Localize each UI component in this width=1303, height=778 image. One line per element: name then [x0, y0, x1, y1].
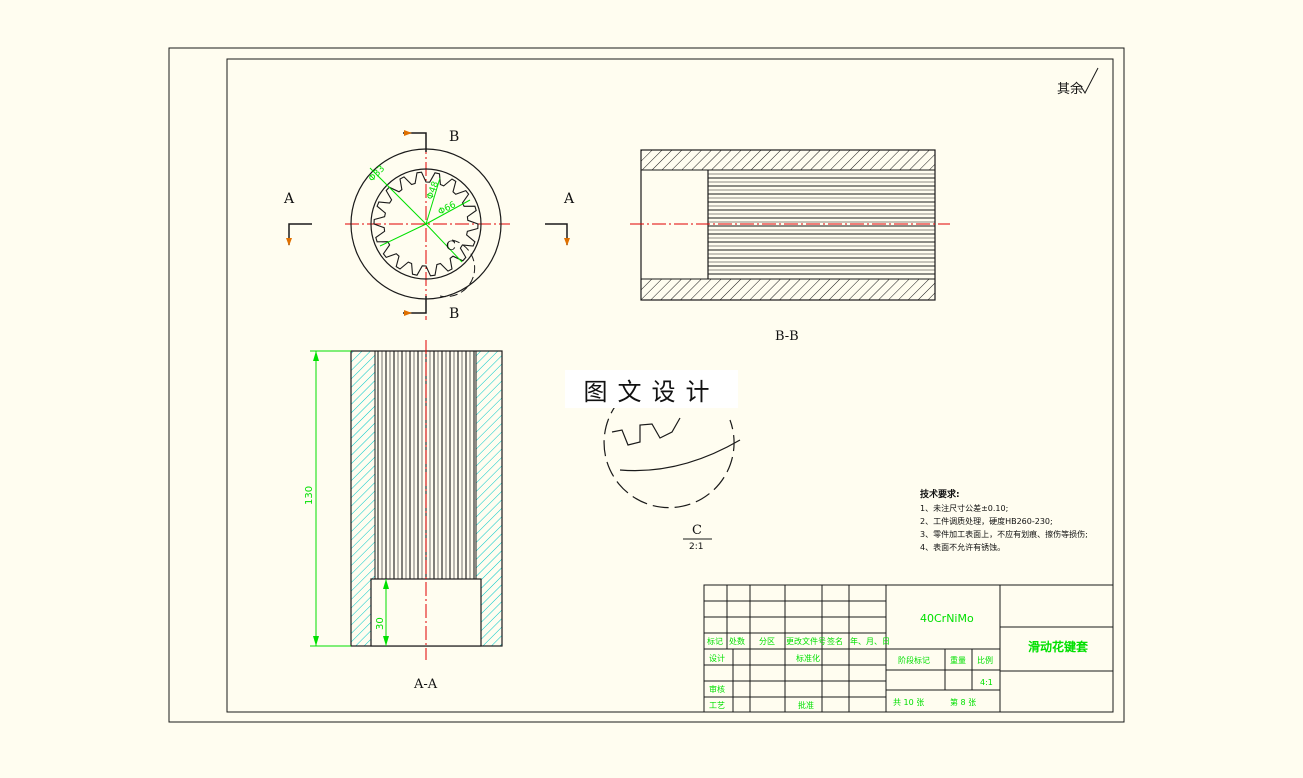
svg-text:重量: 重量 [950, 655, 966, 665]
svg-text:批准: 批准 [798, 700, 814, 710]
svg-text:标记: 标记 [707, 636, 723, 646]
svg-text:第 8 张: 第 8 张 [950, 697, 976, 707]
technical-requirements: 技术要求: 1、未注尺寸公差±0.10; 2、工件调质处理，硬度HB260-23… [920, 488, 1088, 552]
inner-frame [226, 58, 1114, 713]
dim-d48: Φ48 [425, 180, 441, 201]
svg-text:比例: 比例 [977, 655, 993, 665]
svg-text:阶段标记: 阶段标记 [898, 655, 930, 665]
section-marks: A A B B [283, 129, 575, 322]
svg-text:签名: 签名 [827, 636, 843, 646]
bb-label: B-B [775, 329, 799, 344]
dim-length: 130 [304, 486, 315, 505]
detail-label: C [692, 523, 702, 538]
detail-c-view: C 2:1 [603, 399, 741, 552]
svg-text:标准化: 标准化 [796, 653, 820, 663]
svg-text:共 10 张: 共 10 张 [893, 698, 924, 707]
svg-text:审核: 审核 [709, 684, 725, 694]
svg-text:3、零件加工表面上，不应有划痕、擦伤等损伤;: 3、零件加工表面上，不应有划痕、擦伤等损伤; [920, 529, 1088, 539]
svg-text:设计: 设计 [709, 653, 725, 663]
svg-text:工艺: 工艺 [709, 701, 725, 710]
svg-text:B: B [449, 306, 459, 322]
svg-text:分区: 分区 [759, 637, 775, 646]
dim-d33: Φ33 [367, 164, 387, 184]
title-block-text: 40CrNiMo 滑动花键套 标记 处数 分区 更改文件号 签名 年、月、日 设… [707, 612, 1089, 710]
roughness-symbol [1079, 67, 1099, 95]
svg-text:A: A [563, 191, 575, 207]
section-b-b-view: B-B [630, 149, 950, 344]
front-view: Φ33 Φ48 Φ66 C [345, 140, 510, 320]
detail-scale: 2:1 [689, 542, 703, 552]
dim-counterbore: 30 [375, 617, 386, 630]
svg-text:4:1: 4:1 [980, 678, 993, 687]
svg-text:40CrNiMo: 40CrNiMo [920, 612, 974, 625]
detail-c-marker: C [446, 239, 456, 254]
svg-text:B: B [449, 129, 459, 145]
svg-text:处数: 处数 [729, 636, 745, 646]
roughness-label: 其余 [1057, 81, 1083, 97]
svg-text:更改文件号: 更改文件号 [786, 636, 826, 646]
svg-text:年、月、日: 年、月、日 [850, 636, 890, 646]
svg-text:1、未注尺寸公差±0.10;: 1、未注尺寸公差±0.10; [920, 503, 1008, 513]
svg-text:4、表面不允许有锈蚀。: 4、表面不允许有锈蚀。 [920, 542, 1005, 552]
svg-text:2、工件调质处理，硬度HB260-230;: 2、工件调质处理，硬度HB260-230; [920, 516, 1053, 526]
svg-text:技术要求:: 技术要求: [920, 488, 960, 500]
svg-text:滑动花键套: 滑动花键套 [1028, 639, 1089, 654]
svg-text:A: A [283, 191, 295, 207]
aa-label: A-A [413, 677, 438, 692]
watermark: 图文设计 [565, 370, 738, 408]
section-a-a-view: 130 30 A-A [304, 340, 503, 692]
outer-frame [168, 47, 1125, 723]
dim-d66: Φ66 [437, 200, 458, 218]
title-block [703, 584, 1114, 713]
